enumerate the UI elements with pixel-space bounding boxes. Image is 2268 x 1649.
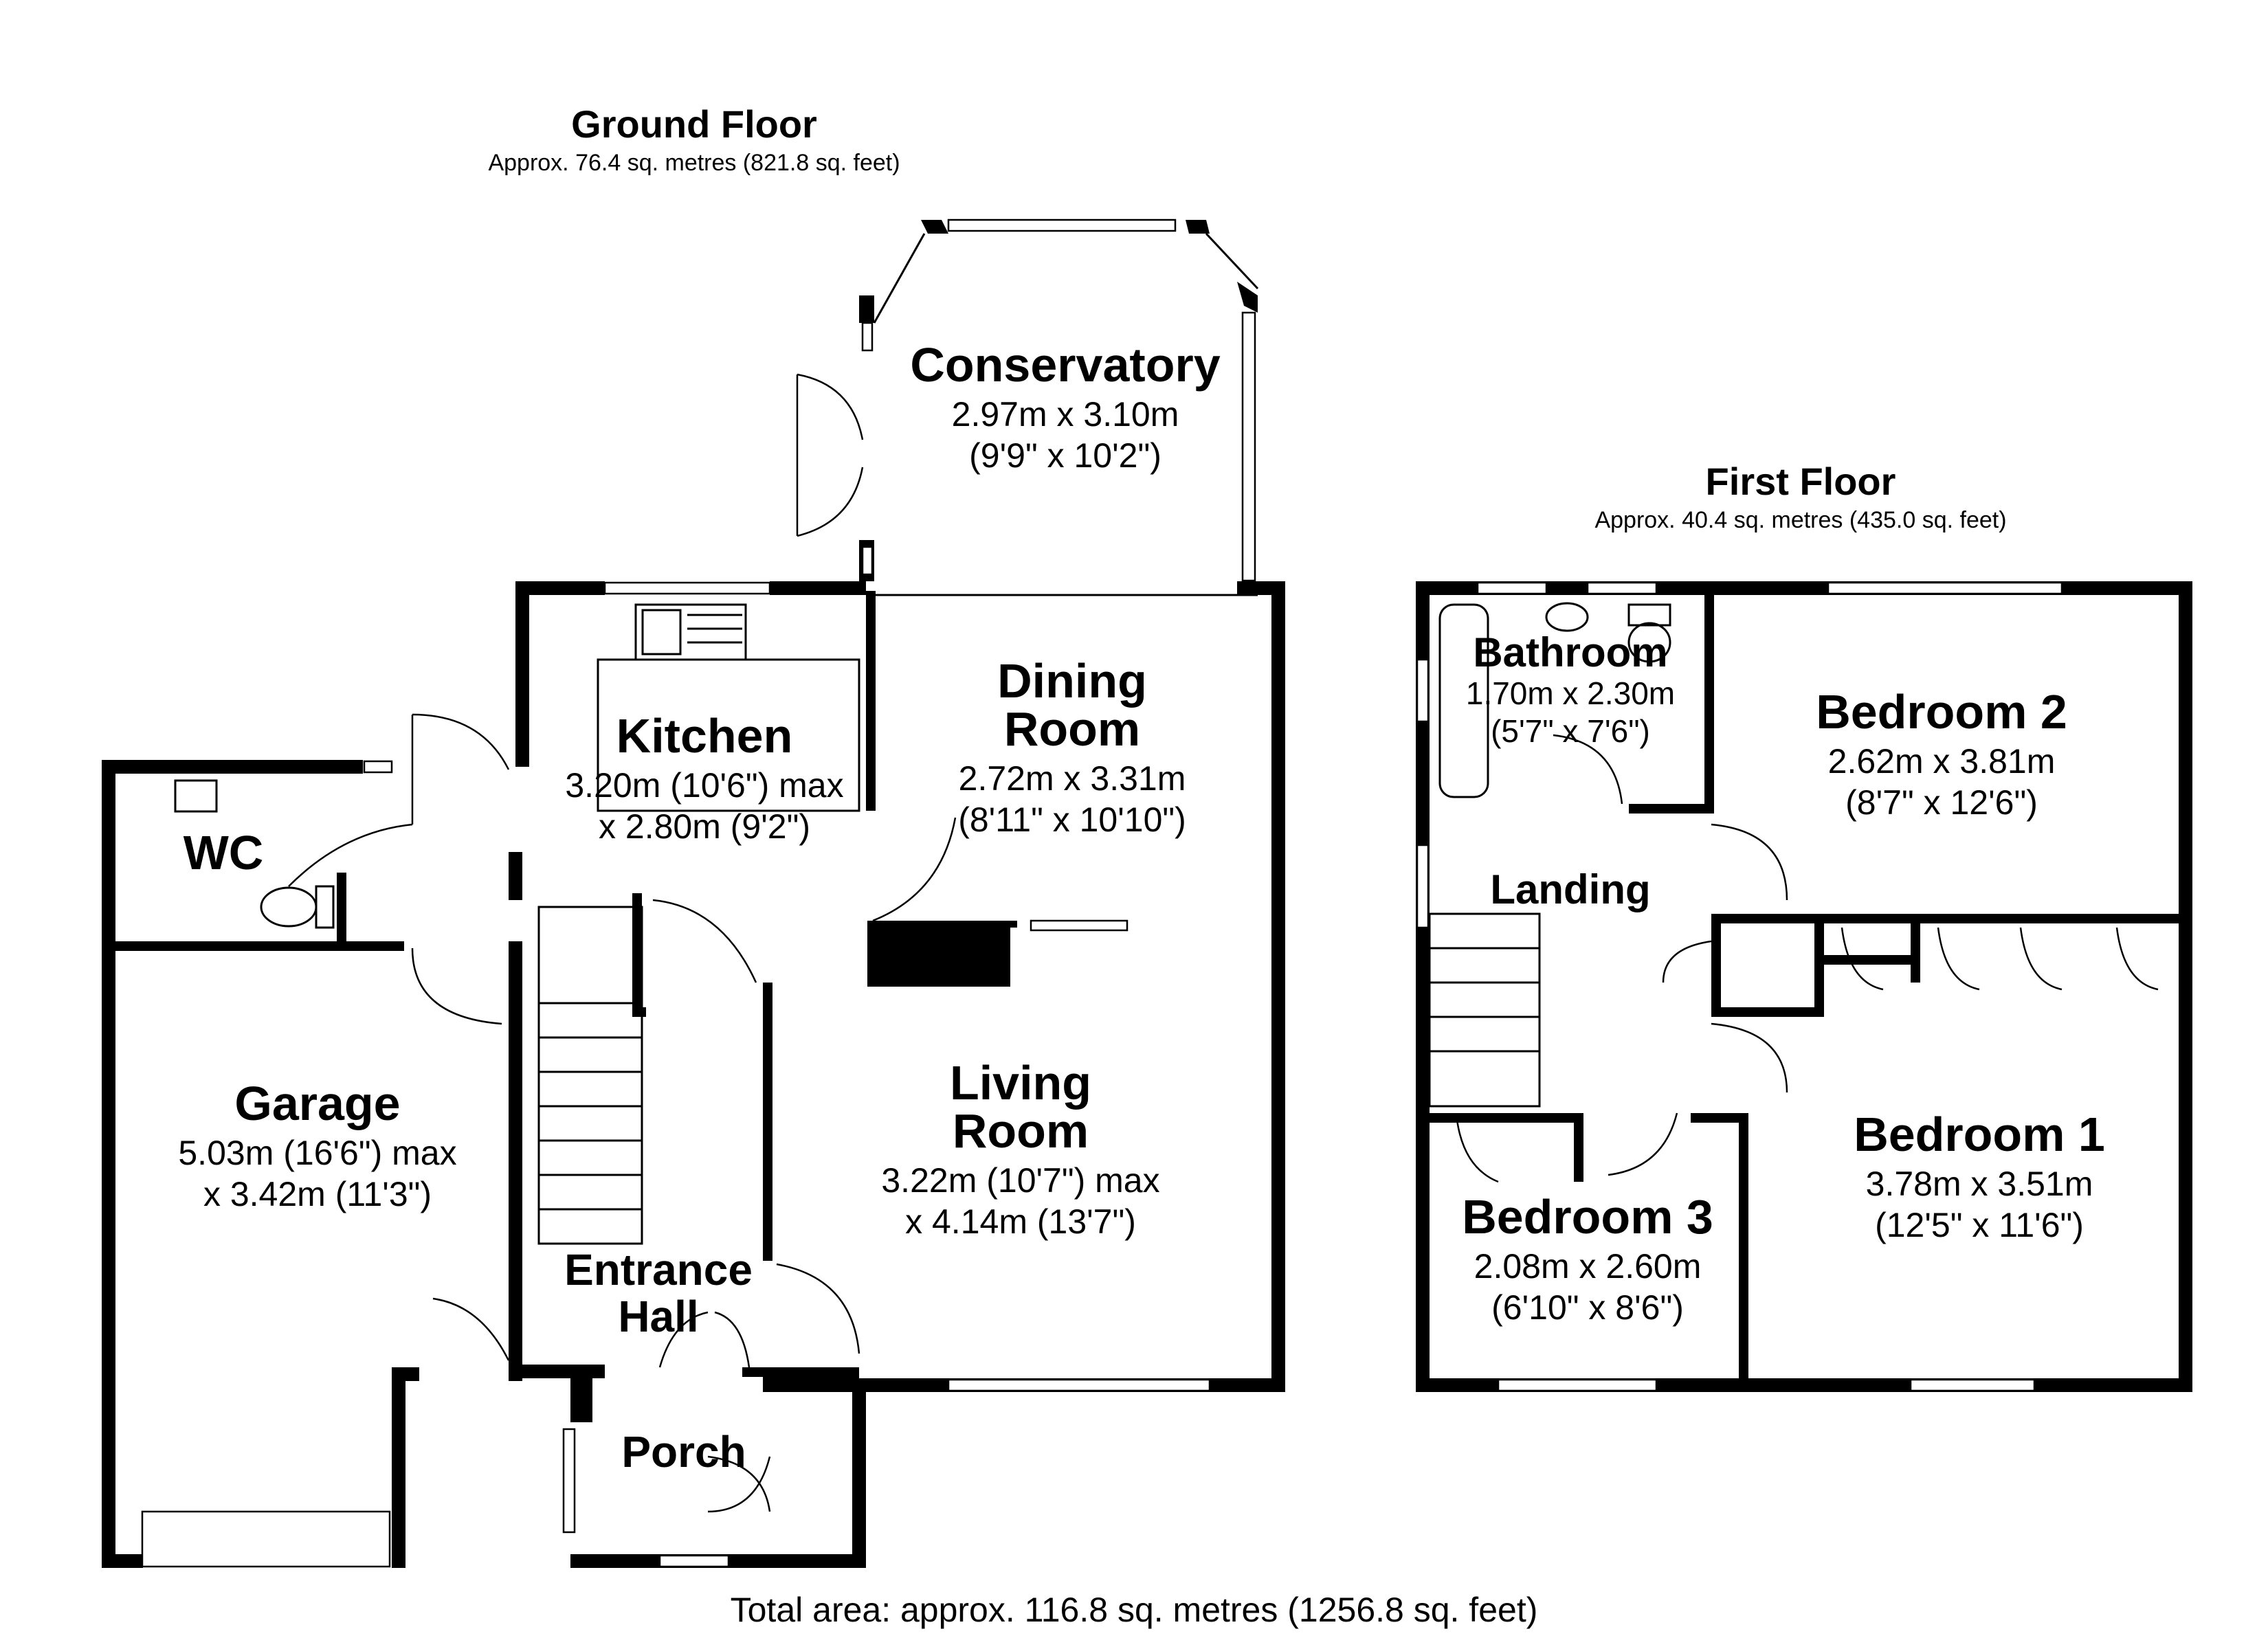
bathroom-name: Bathroom <box>1473 629 1667 675</box>
living-room-dim-metric: 3.22m (10'7") max <box>881 1161 1159 1200</box>
dining-room-dim-metric: 2.72m x 3.31m <box>959 759 1186 798</box>
total-area: Total area: approx. 116.8 sq. metres (12… <box>731 1591 1538 1629</box>
kitchen-dim-metric: 3.20m (10'6") max <box>565 766 843 805</box>
bedroom-3-dim-imperial: (6'10" x 8'6") <box>1491 1288 1684 1327</box>
kitchen-name: Kitchen <box>616 709 793 763</box>
living-room-dim-imperial: x 4.14m (13'7") <box>905 1202 1136 1241</box>
ground-floor-windows <box>141 581 1211 1568</box>
ground-floor-title: Ground Floor <box>571 102 817 146</box>
conservatory-dim-imperial: (9'9" x 10'2") <box>969 436 1161 475</box>
garage-name: Garage <box>234 1077 400 1130</box>
conservatory-name: Conservatory <box>910 338 1220 392</box>
ground-floor-area: Approx. 76.4 sq. metres (821.8 sq. feet) <box>488 150 900 176</box>
entrance-hall-name-line1: Entrance <box>564 1245 753 1294</box>
living-room-name-line1: Living <box>950 1056 1091 1110</box>
bathroom-dim-metric: 1.70m x 2.30m <box>1466 675 1675 711</box>
bedroom-3-name: Bedroom 3 <box>1462 1190 1713 1244</box>
wc-name: WC <box>184 826 264 879</box>
dining-room-name-line2: Room <box>1004 702 1140 756</box>
bathroom-dim-imperial: (5'7" x 7'6") <box>1491 713 1650 749</box>
garage-dim-metric: 5.03m (16'6") max <box>178 1134 456 1172</box>
conservatory-walls <box>796 218 1259 596</box>
kitchen-dim-imperial: x 2.80m (9'2") <box>599 807 810 846</box>
bedroom-1-dim-metric: 3.78m x 3.51m <box>1866 1165 2093 1203</box>
first-floor-title: First Floor <box>1706 460 1896 503</box>
first-floor-windows <box>1416 581 2063 1392</box>
dining-room-dim-imperial: (8'11" x 10'10") <box>958 800 1186 839</box>
garage-dim-imperial: x 3.42m (11'3") <box>203 1175 432 1213</box>
entrance-hall-name-line2: Hall <box>618 1292 698 1341</box>
bedroom-2-name: Bedroom 2 <box>1816 685 2067 739</box>
ground-floor-fixtures <box>174 603 860 1245</box>
living-room-name-line2: Room <box>953 1104 1089 1158</box>
first-floor-area: Approx. 40.4 sq. metres (435.0 sq. feet) <box>1594 507 2006 533</box>
first-floor-fixtures <box>1428 602 1671 1108</box>
conservatory-dim-metric: 2.97m x 3.10m <box>952 395 1179 434</box>
bedroom-2-dim-imperial: (8'7" x 12'6") <box>1845 783 2038 822</box>
porch-name: Porch <box>621 1427 746 1477</box>
bedroom-1-name: Bedroom 1 <box>1854 1108 2105 1161</box>
ground-floor-doors <box>288 713 957 1513</box>
first-floor-doors <box>1456 734 2159 1183</box>
dining-room-name-line1: Dining <box>997 654 1147 708</box>
landing-name: Landing <box>1490 866 1650 912</box>
bedroom-2-dim-metric: 2.62m x 3.81m <box>1828 742 2056 781</box>
bedroom-1-dim-imperial: (12'5" x 11'6") <box>1875 1206 2084 1244</box>
bedroom-3-dim-metric: 2.08m x 2.60m <box>1474 1247 1702 1286</box>
ground-floor-walls <box>102 581 1285 1568</box>
